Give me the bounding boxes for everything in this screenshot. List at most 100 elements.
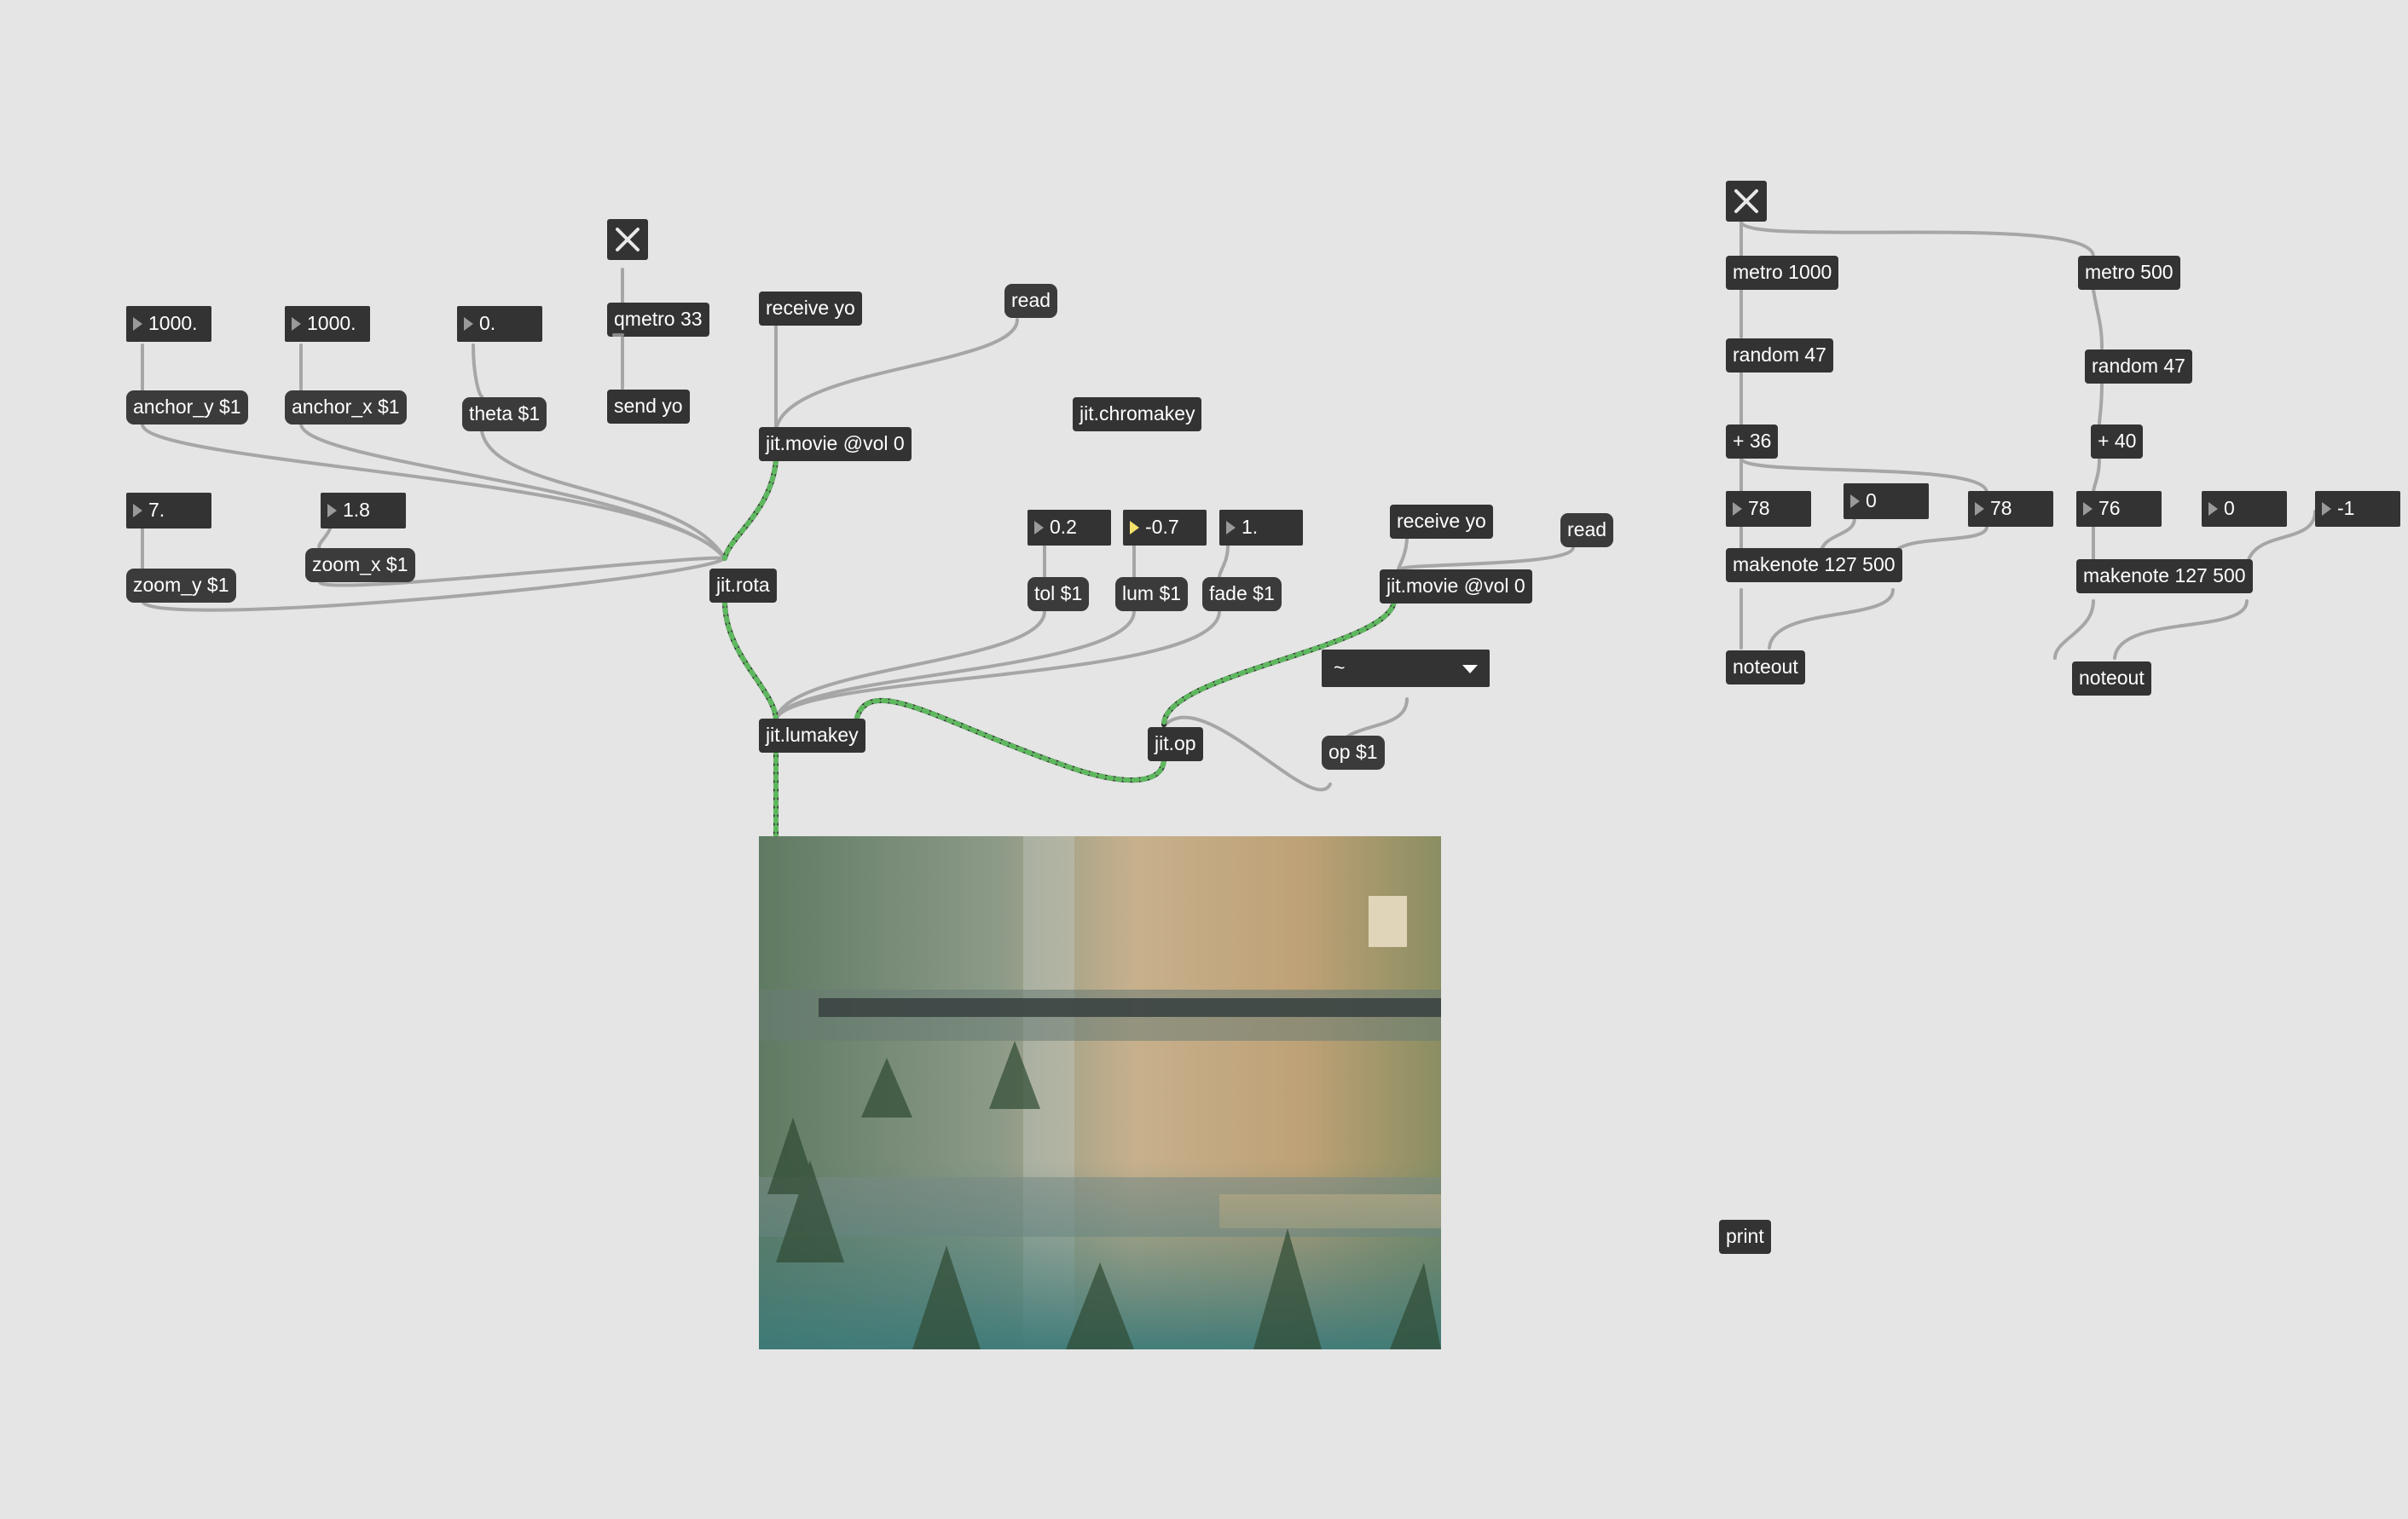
- number-value: 1000.: [307, 312, 356, 334]
- object-text: + 36: [1733, 430, 1772, 452]
- number-value: 0: [2224, 497, 2235, 519]
- anchor-x-message[interactable]: anchor_x $1: [285, 390, 407, 425]
- message-text: read: [1011, 289, 1051, 311]
- number-value: 0: [1866, 489, 1877, 511]
- number-value: 0.: [479, 312, 496, 334]
- object-text: + 40: [2098, 430, 2137, 452]
- noteout-object-2[interactable]: noteout: [2072, 661, 2151, 696]
- fade-number[interactable]: 1.: [1219, 510, 1303, 546]
- tol-message[interactable]: tol $1: [1027, 577, 1090, 611]
- object-text: makenote 127 500: [2083, 564, 2246, 586]
- receive-yo-object[interactable]: receive yo: [759, 292, 862, 326]
- number-triangle-icon: [1226, 521, 1236, 534]
- makenote-object[interactable]: makenote 127 500: [1726, 548, 1902, 582]
- anchor-y-number[interactable]: 1000.: [126, 306, 211, 342]
- number-triangle-icon: [2208, 502, 2218, 516]
- object-text: send yo: [614, 395, 683, 417]
- message-text: anchor_x $1: [292, 396, 400, 418]
- op-umenu[interactable]: ~: [1322, 650, 1490, 687]
- message-text: anchor_y $1: [133, 396, 241, 418]
- velocity-number-2[interactable]: 0: [2202, 491, 2287, 527]
- object-text: qmetro 33: [614, 308, 703, 330]
- dropdown-arrow-icon: [1462, 665, 1478, 673]
- object-text: metro 1000: [1733, 261, 1832, 283]
- number-value: 1.: [1242, 516, 1259, 538]
- makenote-object-2[interactable]: makenote 127 500: [2076, 559, 2253, 593]
- random-47-object[interactable]: random 47: [1726, 338, 1833, 373]
- zoom-y-number[interactable]: 7.: [126, 493, 211, 528]
- object-text: receive yo: [1397, 510, 1486, 532]
- jit-movie-object-2[interactable]: jit.movie @vol 0: [1380, 569, 1532, 604]
- zoom-x-number[interactable]: 1.8: [321, 493, 406, 528]
- number-triangle-icon: [133, 317, 142, 331]
- number-value: 1.8: [343, 499, 370, 521]
- object-text: receive yo: [766, 297, 855, 319]
- object-text: jit.movie @vol 0: [1386, 575, 1525, 597]
- qmetro-object[interactable]: qmetro 33: [607, 303, 709, 337]
- metro-1000-object[interactable]: metro 1000: [1726, 256, 1839, 290]
- anchor-x-number[interactable]: 1000.: [285, 306, 370, 342]
- jit-pwindow-video[interactable]: [759, 836, 1441, 1349]
- metro-500-object[interactable]: metro 500: [2078, 256, 2180, 290]
- toggle-right[interactable]: [1726, 181, 1767, 222]
- number-value: 78: [1990, 497, 2012, 519]
- send-object[interactable]: send yo: [607, 390, 690, 424]
- random-47-object-2[interactable]: random 47: [2085, 349, 2192, 384]
- message-text: zoom_y $1: [133, 574, 229, 596]
- number-value: 0.2: [1050, 516, 1077, 538]
- toggle-left[interactable]: [607, 219, 648, 260]
- number-value: 7.: [148, 499, 165, 521]
- jit-chromakey-object[interactable]: jit.chromakey: [1073, 397, 1202, 431]
- noteout-object[interactable]: noteout: [1726, 650, 1805, 684]
- outlet: [612, 333, 624, 337]
- lum-number[interactable]: -0.7: [1123, 510, 1207, 546]
- note-number[interactable]: 78: [1726, 491, 1811, 527]
- lum-message[interactable]: lum $1: [1115, 577, 1189, 611]
- message-text: fade $1: [1209, 582, 1275, 604]
- zoom-x-message[interactable]: zoom_x $1: [305, 548, 415, 582]
- receive-yo-object-2[interactable]: receive yo: [1390, 505, 1493, 539]
- message-text: lum $1: [1122, 582, 1182, 604]
- video-frame: [759, 836, 1441, 1349]
- object-text: jit.chromakey: [1080, 402, 1195, 425]
- plus-40-object[interactable]: + 40: [2091, 425, 2144, 459]
- read-message-2[interactable]: read: [1560, 513, 1614, 547]
- object-text: random 47: [1733, 344, 1826, 366]
- jit-movie-object[interactable]: jit.movie @vol 0: [759, 427, 912, 461]
- message-text: theta $1: [469, 402, 541, 425]
- read-message[interactable]: read: [1004, 284, 1058, 318]
- object-text: jit.rota: [716, 574, 770, 596]
- plus-36-object[interactable]: + 36: [1726, 425, 1779, 459]
- jit-op-object[interactable]: jit.op: [1148, 727, 1203, 761]
- jit-lumakey-object[interactable]: jit.lumakey: [759, 719, 865, 753]
- number-triangle-icon: [464, 317, 473, 331]
- note-number-b[interactable]: 78: [1968, 491, 2053, 527]
- object-text: noteout: [1733, 656, 1798, 678]
- zoom-y-message[interactable]: zoom_y $1: [126, 569, 236, 603]
- object-text: metro 500: [2085, 261, 2174, 283]
- theta-message[interactable]: theta $1: [462, 397, 547, 431]
- number-triangle-icon: [1034, 521, 1044, 534]
- theta-number[interactable]: 0.: [457, 306, 542, 342]
- number-triangle-icon: [2083, 502, 2093, 516]
- anchor-y-message[interactable]: anchor_y $1: [126, 390, 248, 425]
- object-text: noteout: [2079, 667, 2145, 689]
- print-object[interactable]: print: [1719, 1220, 1771, 1254]
- note-number-2[interactable]: 76: [2076, 491, 2162, 527]
- number-value: 78: [1748, 497, 1770, 519]
- number-triangle-icon: [133, 504, 142, 517]
- op-message[interactable]: op $1: [1322, 736, 1385, 770]
- number-value: 1000.: [148, 312, 198, 334]
- velocity-number[interactable]: 0: [1844, 483, 1929, 519]
- channel-number[interactable]: -1: [2315, 491, 2400, 527]
- number-value: 76: [2098, 497, 2121, 519]
- toggle-x-icon: [616, 228, 640, 251]
- message-text: op $1: [1328, 741, 1378, 763]
- jit-rota-object[interactable]: jit.rota: [709, 569, 777, 603]
- number-triangle-icon: [292, 317, 301, 331]
- fade-message[interactable]: fade $1: [1202, 577, 1282, 611]
- tol-number[interactable]: 0.2: [1027, 510, 1111, 546]
- number-value: -0.7: [1145, 516, 1179, 538]
- toggle-x-icon: [1734, 189, 1758, 213]
